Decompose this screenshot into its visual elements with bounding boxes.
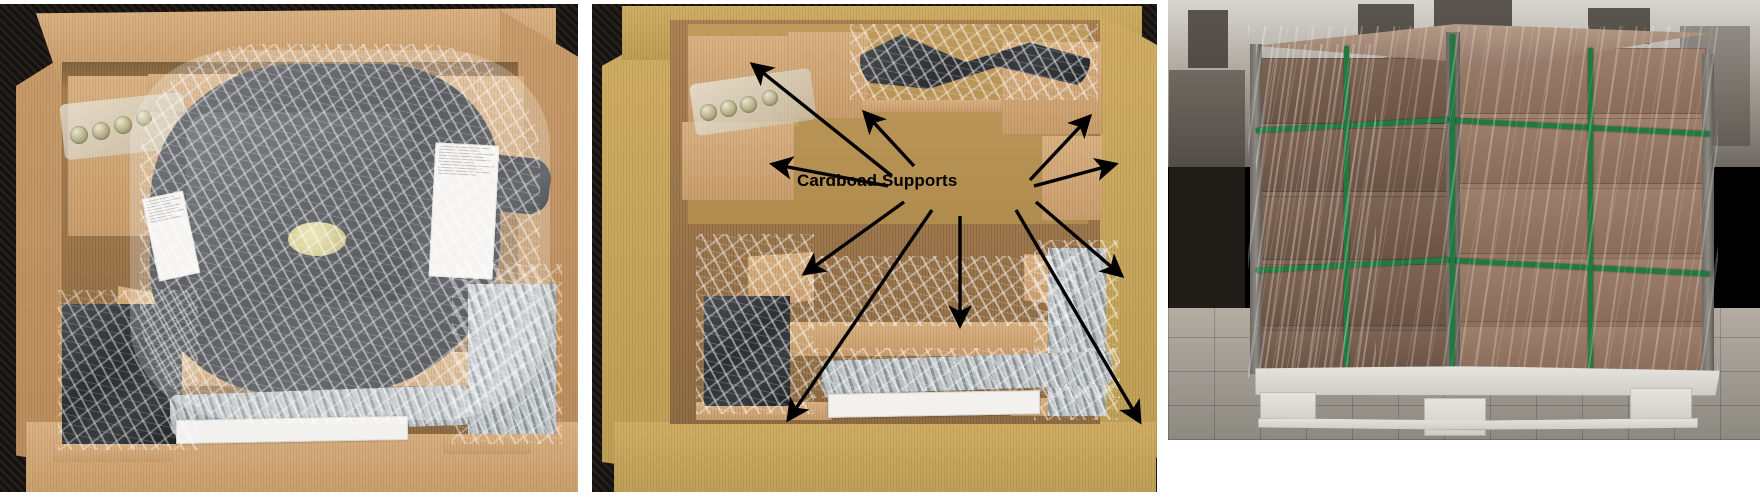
brown-carton: [1260, 58, 1448, 124]
brown-carton: [1260, 330, 1448, 372]
brown-carton: [1456, 188, 1706, 254]
green-strap: [1588, 48, 1593, 374]
component-left-lower: [62, 304, 182, 444]
document-sheet: [175, 415, 409, 445]
instruction-label-right: [428, 142, 500, 280]
bolt-head: [70, 126, 88, 144]
bolt-head: [114, 116, 132, 134]
corner-edge-protector: [1702, 54, 1714, 376]
bolt-head: [92, 122, 110, 140]
brown-carton: [1456, 326, 1706, 372]
bolt-head: [740, 96, 757, 113]
machine-face-plate: [186, 112, 412, 302]
bolt-head: [136, 110, 152, 126]
bolt-head: [762, 90, 778, 106]
support-pad-left: [54, 444, 172, 462]
brown-carton: [1260, 264, 1448, 326]
box-outer-bottom-flap: [614, 422, 1156, 492]
support-wall-front: [780, 322, 1072, 356]
component-right-stack: [1048, 248, 1106, 416]
component-left-lower: [704, 296, 790, 406]
brown-carton: [1260, 128, 1448, 192]
background-clutter: [1169, 70, 1245, 320]
component-right-stack: [468, 284, 556, 434]
white-pallet-block: [1630, 388, 1692, 424]
document-sheet: [827, 390, 1041, 418]
cardboard-supports-photo: Cardboad Supports: [592, 4, 1157, 492]
background-clutter: [1188, 10, 1228, 68]
brown-carton: [1260, 196, 1448, 260]
support-pad-right: [444, 436, 530, 454]
bolt-head: [700, 104, 717, 121]
green-strap: [1344, 46, 1349, 366]
packed-unit-photo: [0, 4, 578, 492]
white-pallet-block: [1424, 398, 1486, 436]
support-block-right-mid: [1042, 136, 1102, 220]
palletized-shipment-photo: [1168, 0, 1760, 440]
white-pallet-stringer: [1258, 418, 1698, 430]
green-strap: [1450, 34, 1455, 378]
corner-edge-protector: [1250, 44, 1262, 374]
machine-brass-port: [288, 222, 346, 256]
bolt-head: [720, 100, 737, 117]
